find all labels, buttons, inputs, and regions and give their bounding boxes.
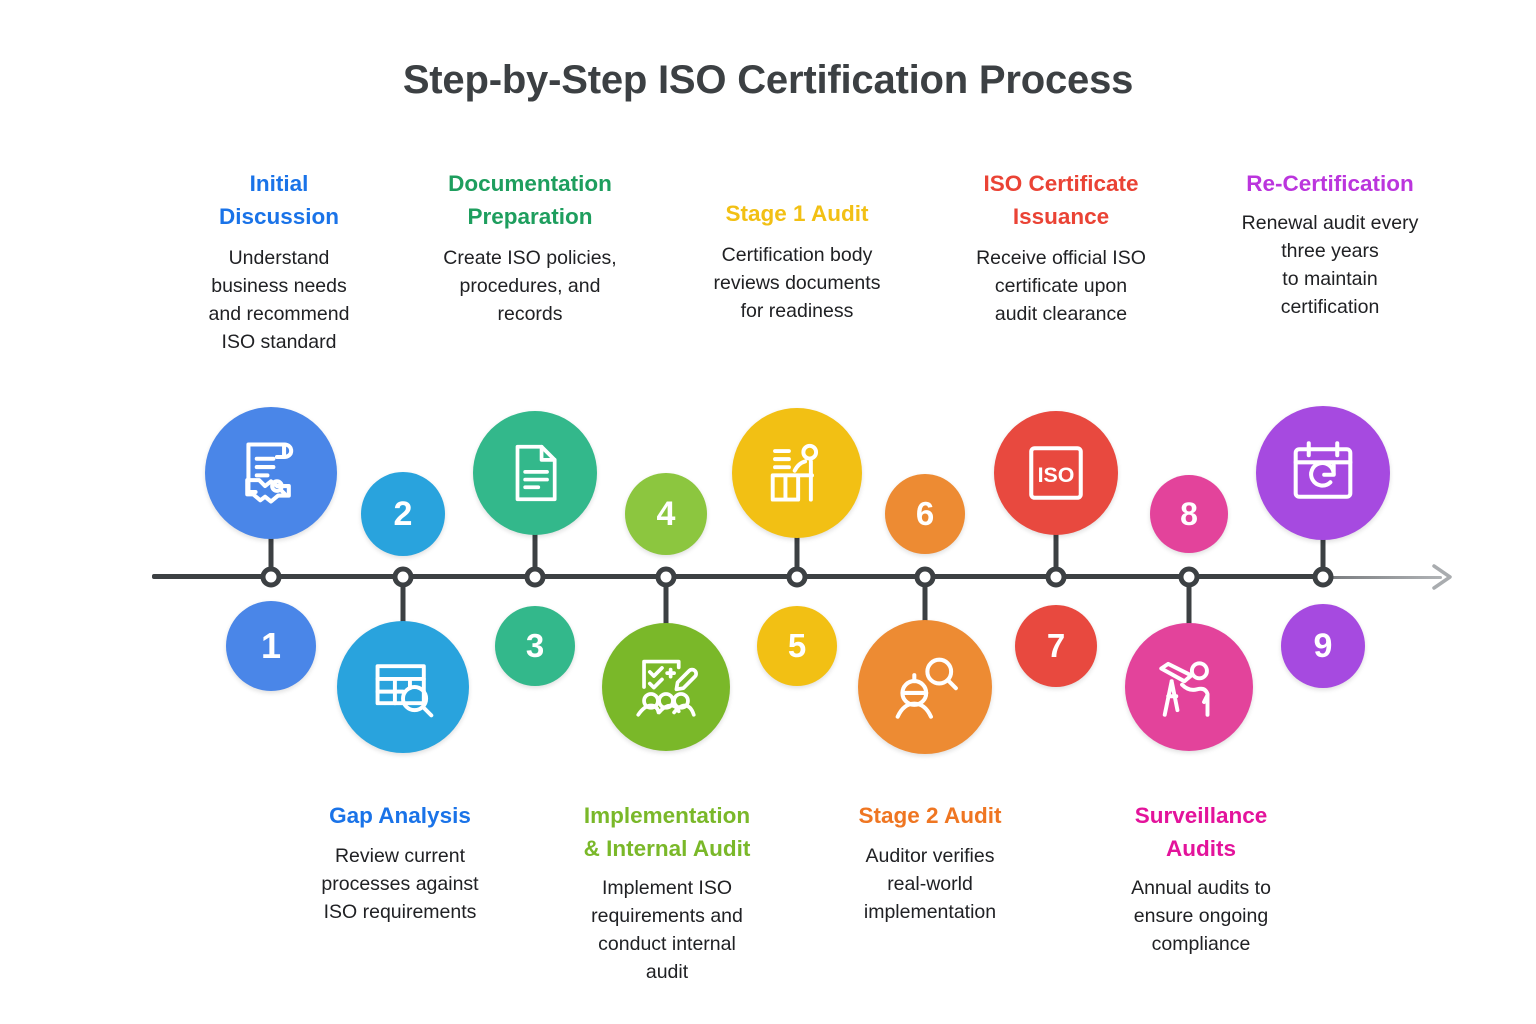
step-icon-circle-iso-certificate-issuance[interactable]: ISO — [994, 411, 1118, 535]
connector-stem — [1186, 577, 1192, 643]
step-body: Annual audits to ensure ongoing complian… — [1131, 876, 1271, 955]
arrow-right-icon — [1432, 564, 1452, 590]
timeline-node — [1045, 566, 1067, 588]
step-heading: Gap Analysis — [329, 803, 471, 828]
step-text-re-certification: Re-Certification Renewal audit every thr… — [1208, 168, 1452, 321]
step-heading: Stage 2 Audit — [858, 803, 1002, 828]
step-number-circle-6[interactable]: 6 — [885, 474, 965, 554]
table-search-icon — [375, 664, 434, 718]
step-text-gap-analysis: Gap Analysis Review current processes ag… — [282, 800, 518, 926]
step-number-circle-1[interactable]: 1 — [226, 601, 316, 691]
connector-stem — [268, 512, 274, 578]
step-heading: Re-Certification — [1246, 171, 1414, 196]
timeline-node — [1312, 566, 1334, 588]
calendar-refresh-icon — [1293, 441, 1353, 499]
connector-stem — [532, 512, 538, 578]
checklist-people-icon — [636, 659, 698, 717]
step-text-surveillance-audits: Surveillance Audits Annual audits to ens… — [1086, 800, 1316, 958]
timeline-node — [655, 566, 677, 588]
step-body: Certification body reviews documents for… — [713, 243, 881, 322]
step-number: 2 — [393, 494, 413, 533]
step-body: Receive official ISO certificate upon au… — [976, 246, 1146, 325]
step-heading: Implementation & Internal Audit — [583, 803, 751, 861]
svg-text:ISO: ISO — [1038, 463, 1075, 487]
step-body: Create ISO policies, procedures, and rec… — [443, 246, 617, 325]
iso-badge-icon: ISO — [1029, 446, 1083, 500]
step-body: Renewal audit every three years to maint… — [1241, 211, 1419, 319]
step-text-stage-2-audit: Stage 2 Audit Auditor verifies real-worl… — [815, 800, 1045, 926]
timeline-node — [260, 566, 282, 588]
step-body: Understand business needs and recommend … — [208, 246, 350, 353]
page-title: Step-by-Step ISO Certification Process — [402, 58, 1134, 102]
step-number: 4 — [656, 494, 676, 533]
connector-stem — [922, 577, 928, 643]
connector-stem — [1320, 512, 1326, 578]
step-heading: Documentation Preparation — [448, 171, 612, 229]
step-number-circle-8[interactable]: 8 — [1150, 475, 1228, 553]
auditor-desk-icon — [770, 443, 819, 502]
timeline-node — [1178, 566, 1200, 588]
connector-stem — [400, 577, 406, 643]
step-icon-circle-implementation-internal-audit[interactable] — [602, 623, 730, 751]
step-heading: Stage 1 Audit — [725, 201, 869, 226]
step-number-circle-4[interactable]: 4 — [625, 473, 707, 555]
step-number-circle-2[interactable]: 2 — [361, 472, 445, 556]
step-text-implementation-internal-audit: Implementation & Internal Audit Implemen… — [548, 800, 786, 986]
step-icon-circle-re-certification[interactable] — [1256, 406, 1390, 540]
timeline-node — [786, 566, 808, 588]
step-number: 5 — [787, 627, 807, 664]
step-icon-circle-stage-2-audit[interactable] — [858, 620, 992, 754]
step-number-circle-9[interactable]: 9 — [1281, 604, 1365, 688]
step-number: 3 — [525, 627, 545, 664]
step-number-circle-7[interactable]: 7 — [1015, 605, 1097, 687]
step-text-initial-discussion: Initial Discussion Understand business n… — [168, 168, 390, 356]
timeline-node — [392, 566, 414, 588]
timeline-node — [524, 566, 546, 588]
step-number-circle-3[interactable]: 3 — [495, 606, 575, 686]
step-body: Auditor verifies real-world implementati… — [863, 844, 997, 923]
step-text-documentation-preparation: Documentation Preparation Create ISO pol… — [408, 168, 652, 328]
step-icon-circle-gap-analysis[interactable] — [337, 621, 469, 753]
step-body: Implement ISO requirements and conduct i… — [591, 876, 743, 983]
step-number: 9 — [1313, 626, 1333, 665]
telescope-observer-icon — [1159, 661, 1210, 717]
step-heading: Initial Discussion — [218, 171, 340, 229]
step-body: Review current processes against ISO req… — [321, 844, 479, 923]
step-text-stage-1-audit: Stage 1 Audit Certification body reviews… — [680, 198, 914, 325]
step-icon-circle-documentation-preparation[interactable] — [473, 411, 597, 535]
step-number-circle-5[interactable]: 5 — [757, 606, 837, 686]
contract-handshake-icon — [245, 442, 294, 504]
document-page-icon — [515, 444, 557, 502]
connector-stem — [1053, 512, 1059, 578]
step-number: 6 — [915, 495, 935, 532]
step-number: 1 — [260, 625, 282, 666]
step-icon-circle-initial-discussion[interactable] — [205, 407, 337, 539]
step-icon-circle-stage-1-audit[interactable] — [732, 408, 862, 538]
step-heading: ISO Certificate Issuance — [983, 171, 1139, 229]
worker-inspect-icon — [895, 657, 958, 719]
connector-stem — [794, 512, 800, 578]
connector-stem — [663, 577, 669, 643]
step-icon-circle-surveillance-audits[interactable] — [1125, 623, 1253, 751]
step-number: 7 — [1046, 627, 1066, 664]
timeline-node — [914, 566, 936, 588]
step-number: 8 — [1180, 495, 1198, 532]
step-text-iso-certificate-issuance: ISO Certificate Issuance Receive officia… — [942, 168, 1180, 328]
step-heading: Surveillance Audits — [1134, 803, 1268, 861]
timeline-axis — [152, 574, 1332, 579]
timeline-axis-tail — [1330, 575, 1442, 579]
